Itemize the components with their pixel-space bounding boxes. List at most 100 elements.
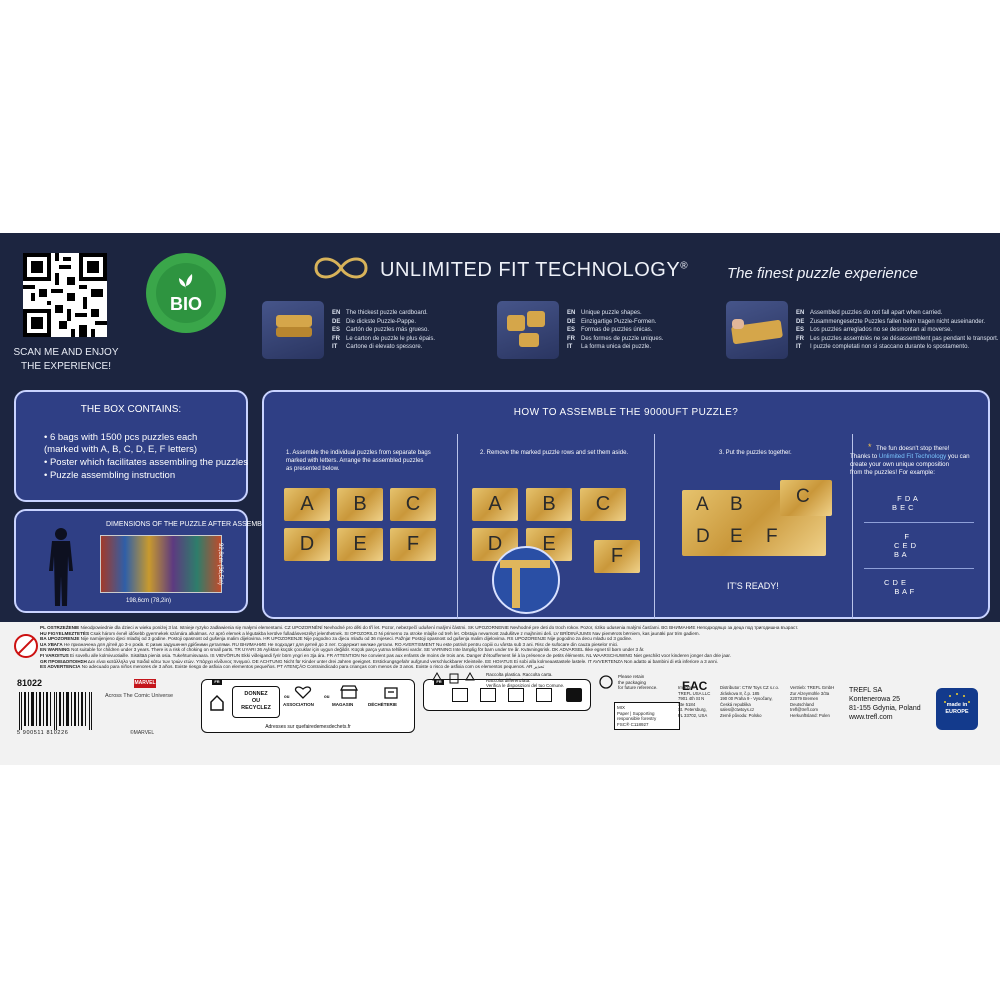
trefl-address: TREFL SA Kontenerowa 25 81-155 Gdynia, P… xyxy=(849,687,921,721)
list-item: • Poster which facilitates assembling th… xyxy=(44,457,248,468)
tile-b: B xyxy=(526,488,572,521)
fr-tag: FR xyxy=(212,679,222,685)
shop-icon xyxy=(340,685,358,699)
piece-c: C xyxy=(780,480,832,516)
sheet-icon xyxy=(536,688,552,702)
assemble-panel: HOW TO ASSEMBLE THE 9000UFT PUZZLE? 1. A… xyxy=(262,390,990,619)
bag-icon xyxy=(508,688,524,702)
box-contains-title: THE BOX CONTAINS: xyxy=(80,404,182,415)
step-divider xyxy=(654,434,655,619)
letter-b: B xyxy=(730,494,743,515)
tile-f: F xyxy=(594,540,640,573)
warning-line: UA УВАГА Не призначена для дітей до 3-х … xyxy=(40,641,619,647)
feature-image xyxy=(726,301,788,359)
warning-line: HU FIGYELMEZTETÉS Csak három évnél időse… xyxy=(40,630,700,636)
ready-label: IT'S READY! xyxy=(727,581,779,591)
marvel-logo: MARVEL xyxy=(134,679,156,688)
donnez-badge: DONNEZ OU RECYCLEZ xyxy=(232,686,280,718)
list-item: • 6 bags with 1500 pcs puzzles each (mar… xyxy=(44,432,198,455)
retain-packaging-icon xyxy=(599,675,613,689)
barcode-icon xyxy=(19,692,92,730)
box-icon xyxy=(452,688,468,702)
or-label: ou xyxy=(324,694,330,699)
letter-e: E xyxy=(730,526,743,547)
leaf-icon xyxy=(179,274,193,290)
qr-caption: SCAN ME AND ENJOY THE EXPERIENCE! xyxy=(13,347,119,372)
paper-icon xyxy=(480,688,496,702)
warning-line: FI VAROITUS Ei sovellu alle kolmivuotiai… xyxy=(40,652,731,658)
recycling-info: FR DONNEZ OU RECYCLEZ ou ASSOCIATION MAG… xyxy=(201,679,415,733)
warning-line: GR ΠΡΟΕΙΔΟΠΟΙΗΣΗ Δεν είναι κατάλληλο για… xyxy=(40,658,718,664)
tile-c: C xyxy=(580,488,626,521)
letter-f: F xyxy=(766,526,778,547)
series-name: Across The Comic Universe xyxy=(105,693,174,699)
feature-image xyxy=(262,301,324,359)
no-under-3-icon xyxy=(14,634,38,658)
combo-2: F C E D B A xyxy=(894,532,917,559)
uft-title: UNLIMITED FIT TECHNOLOGY® xyxy=(380,259,689,281)
product-code: 81022 xyxy=(17,678,43,688)
warning-line: ES ADVERTENCIA No adecuado para niños me… xyxy=(40,664,545,670)
list-item: • Puzzle assembling instruction xyxy=(44,470,176,481)
zoom-detail xyxy=(492,546,560,614)
barcode-number: 5 900511 810226 xyxy=(17,730,69,736)
recycling-url: Adresses sur quefairedemesdechets.fr xyxy=(265,724,351,730)
made-in-europe-badge: made in EUROPE xyxy=(936,688,978,730)
distributor-de: Vertrieb: TREFL GmbH Zur Alzeymühle 3/3a… xyxy=(790,685,835,718)
letter-d: D xyxy=(696,526,710,547)
uft-subtitle: The finest puzzle experience xyxy=(727,265,918,282)
feature-image xyxy=(497,301,559,359)
bin-icon xyxy=(566,688,582,702)
qr-code[interactable] xyxy=(23,253,107,337)
association-label: ASSOCIATION xyxy=(283,702,314,707)
fun-title: The fun doesn't stop there! xyxy=(876,445,950,452)
warning-line: PL OSTRZEŻENIE Nieodpowiednie dla dzieci… xyxy=(40,625,799,630)
tile-e: E xyxy=(337,528,383,561)
step-divider xyxy=(457,434,458,619)
waste-center-icon xyxy=(384,687,398,699)
heart-hands-icon xyxy=(294,686,312,699)
combo-1: F D A B E C xyxy=(892,494,919,512)
combo-divider xyxy=(864,522,974,523)
copyright: ©MARVEL xyxy=(130,730,155,736)
plastic-note: Raccolta plastica. Raccolta carta. Racco… xyxy=(486,672,565,689)
combo-divider xyxy=(864,568,974,569)
dimension-height: 92,8cm (36,5in) xyxy=(217,543,223,585)
warning-line: BA UPOZORENJE Nije namijenjeno djeci mla… xyxy=(40,636,633,642)
bio-badge: BIO xyxy=(146,253,226,333)
or-label: ou xyxy=(284,694,290,699)
importer-usa: Importer: TREFL USA LLC 7901 4th St N St… xyxy=(678,685,711,718)
box-contains-list: • 6 bags with 1500 pcs puzzles each (mar… xyxy=(44,432,249,483)
warning-line: EN WARNING Not suitable for children und… xyxy=(40,647,645,653)
magasin-label: MAGASIN xyxy=(332,702,354,707)
tile-a: A xyxy=(472,488,518,521)
step-1-text: 1. Assemble the individual puzzles from … xyxy=(286,450,431,472)
box-contains-panel: THE BOX CONTAINS: • 6 bags with 1500 pcs… xyxy=(14,390,248,502)
dimensions-title: DIMENSIONS OF THE PUZZLE AFTER ASSEMBLY: xyxy=(106,521,272,528)
step-divider xyxy=(852,434,853,619)
recycle-symbols-icon xyxy=(432,671,475,684)
safety-warnings: PL OSTRZEŻENIE Nieodpowiednie dla dzieci… xyxy=(40,625,980,670)
tile-f: F xyxy=(390,528,436,561)
step-2-text: 2. Remove the marked puzzle rows and set… xyxy=(480,450,629,456)
letter-a: A xyxy=(696,494,709,515)
person-silhouette-icon xyxy=(49,528,73,606)
fun-text: Thanks to Unlimited Fit Technology you c… xyxy=(850,453,970,476)
decheterie-label: DÉCHÈTERIE xyxy=(368,702,398,707)
recycle-hand-icon xyxy=(210,694,224,711)
distributor-cz: Distributor: CTW Toys CZ s.r.o. Jiráskov… xyxy=(720,685,780,718)
